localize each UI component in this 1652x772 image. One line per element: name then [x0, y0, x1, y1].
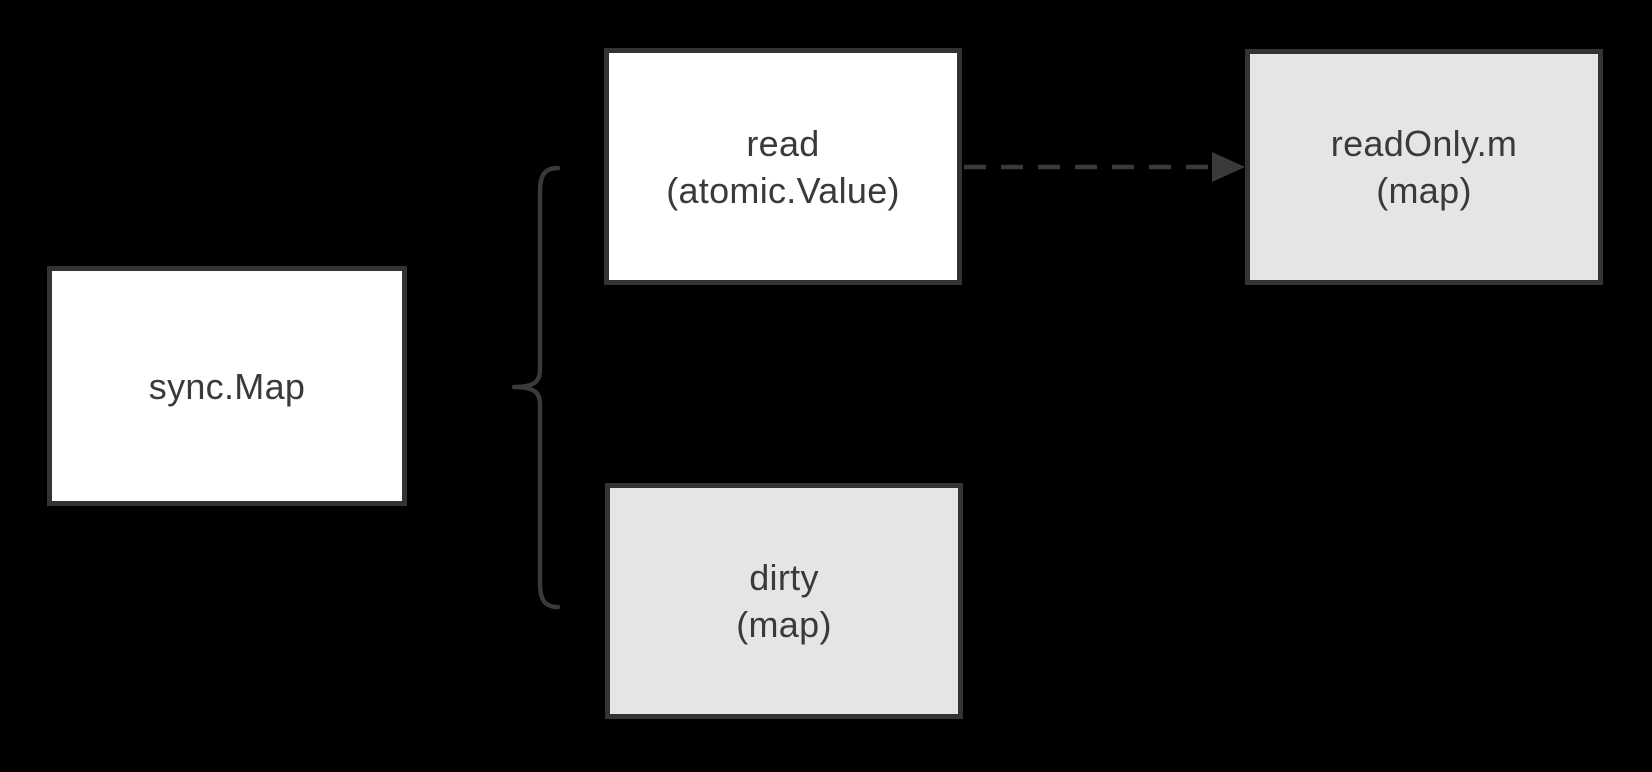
curly-brace-connector [511, 165, 561, 610]
node-dirty-sublabel: (map) [736, 604, 832, 645]
node-read: read (atomic.Value) [604, 48, 962, 285]
node-read-only-m: readOnly.m (map) [1245, 49, 1603, 285]
node-sync-map-label: sync.Map [148, 365, 306, 407]
node-read-sublabel: (atomic.Value) [666, 169, 900, 211]
dashed-arrow-head [1212, 152, 1245, 182]
node-read-only-m-sublabel: (map) [1376, 170, 1472, 211]
node-dirty-label: dirty [749, 557, 819, 598]
node-read-only-m-label: readOnly.m [1330, 123, 1518, 164]
node-read-label: read [746, 122, 820, 164]
node-sync-map: sync.Map [47, 266, 407, 506]
node-dirty: dirty (map) [605, 483, 963, 719]
